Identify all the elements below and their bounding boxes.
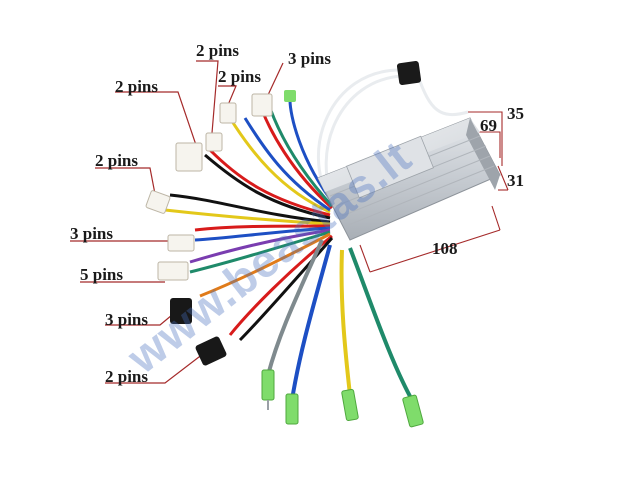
label-3-pins-middle: 3 pins: [70, 224, 113, 243]
dimension-thickness: 31: [507, 171, 524, 190]
label-2-pins-bottom: 2 pins: [105, 367, 148, 386]
lower-wires: [266, 239, 414, 401]
small-green-plug: [284, 90, 296, 102]
label-2-pins-top-right: 2 pins: [218, 67, 261, 86]
black-connectors: [170, 298, 227, 366]
dimension-width: 108: [432, 239, 458, 258]
dimension-depth: 35: [507, 104, 524, 123]
label-2-pins-middle: 2 pins: [95, 151, 138, 170]
label-3-pins-bottom: 3 pins: [105, 310, 148, 329]
dimension-height: 69: [480, 116, 497, 135]
controller-housing: [317, 117, 501, 241]
white-connectors: [145, 93, 273, 281]
label-2-pins-top: 2 pins: [196, 41, 239, 60]
dimension-lines: [359, 111, 509, 273]
label-5-pins: 5 pins: [80, 265, 123, 284]
top-plug: [396, 60, 422, 86]
upper-wire-bundle: [164, 99, 336, 342]
label-leader-lines: [70, 60, 284, 384]
label-2-pins-top-left: 2 pins: [115, 77, 158, 96]
green-bullet-connectors: [261, 369, 424, 428]
label-3-pins-top: 3 pins: [288, 49, 331, 68]
